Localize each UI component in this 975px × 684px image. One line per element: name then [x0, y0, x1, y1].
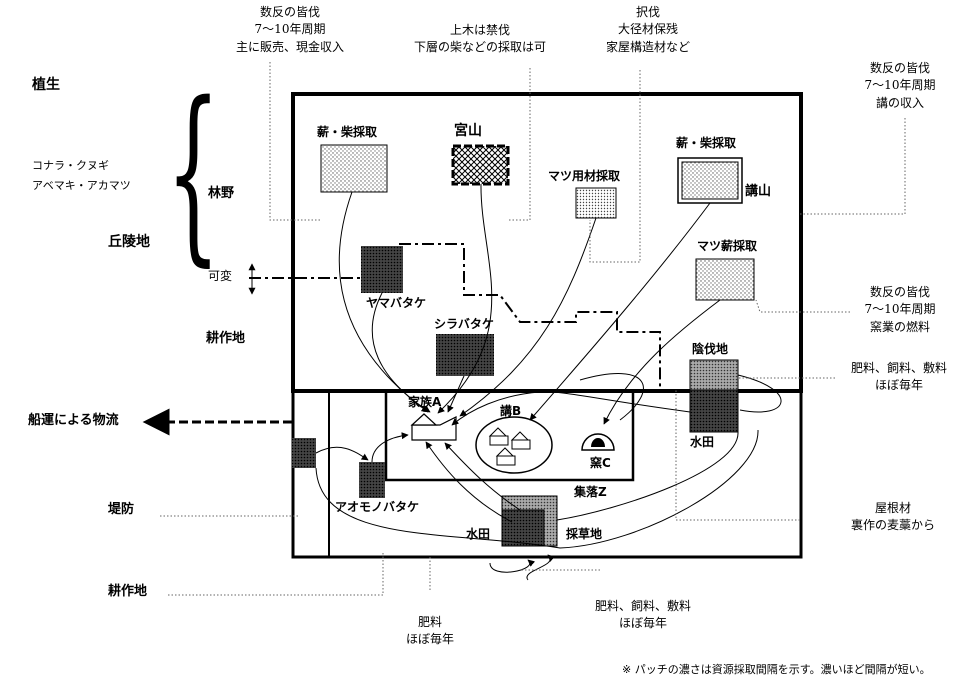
- label-kouyama: 講山: [745, 184, 772, 199]
- label-pine-firewood: マツ薪採取: [697, 239, 758, 253]
- note-roof-material-l2: 裏作の麦藁から: [850, 518, 935, 533]
- note-selection-cut-l2: 大径材保残: [617, 22, 678, 37]
- flow-grass-to-house: [556, 431, 739, 521]
- label-pine-timber: マツ用材採取: [548, 169, 621, 183]
- species-line1: コナラ・クヌギ: [32, 159, 109, 172]
- note-kou-income-l3: 講の収入: [875, 95, 924, 110]
- variable-label: 可変: [208, 269, 233, 283]
- flow-shade-cut: [737, 374, 782, 413]
- forest-label: 林野: [208, 186, 235, 201]
- flow-lower-loop-b: [526, 554, 556, 581]
- note-fertilizer-lower-l2: ほぼ毎年: [618, 616, 667, 631]
- patch-pine-timber: [575, 187, 617, 219]
- flow-shirabatake: [447, 375, 465, 413]
- flow-yamabatake: [371, 292, 431, 413]
- kiln-icon: [581, 433, 615, 451]
- patch-paddy-right: [689, 389, 739, 433]
- note-sale-l1: 数反の皆伐: [259, 5, 320, 19]
- label-firewood-b: 薪・柴採取: [676, 136, 737, 150]
- label-kou-b: 講B: [500, 404, 522, 418]
- flow-paddy-lower: [425, 441, 513, 523]
- flow-aomonobatake: [371, 432, 409, 463]
- house-family-a-icon: [410, 413, 457, 441]
- label-yamabatake: ヤマバタケ: [366, 296, 427, 310]
- shipping-label: 船運による物流: [28, 413, 119, 428]
- label-shade-cut: 陰伐地: [692, 342, 729, 356]
- label-paddy-lower: 水田: [466, 527, 491, 541]
- note-sale-l3: 主に販売、現金収入: [235, 39, 344, 54]
- patch-shirabatake: [436, 334, 494, 376]
- hills-label: 丘陵地: [108, 234, 150, 250]
- label-grass-field: 採草地: [566, 527, 603, 541]
- note-miyayama-l2: 下層の柴などの採取は可: [413, 40, 546, 55]
- note-fertilizer-left-l1: 肥料: [417, 615, 442, 629]
- label-firewood-a: 薪・柴採取: [317, 125, 378, 139]
- flow-firewood-b: [529, 202, 711, 421]
- note-selection-cut-l1: 択伐: [635, 5, 660, 19]
- flow-lower-loop: [489, 559, 536, 573]
- flow-village-right: [579, 373, 644, 421]
- label-paddy-right: 水田: [690, 435, 715, 449]
- note-kiln-fuel-l3: 窯業の燃料: [869, 319, 930, 334]
- note-fertilizer-left: 肥料 ほぼ毎年: [380, 614, 480, 649]
- annotation-leaders: [160, 62, 906, 596]
- flow-miyayama: [437, 183, 493, 414]
- flow-levee: [315, 446, 369, 461]
- patch-levee: [292, 438, 316, 468]
- patch-shade-cut: [689, 359, 739, 391]
- label-shirabatake: シラバタケ: [434, 317, 494, 331]
- label-family-a: 家族A: [408, 395, 442, 409]
- note-roof-material-l1: 屋根材: [874, 501, 911, 515]
- farmland-upper-label: 耕作地: [206, 331, 246, 346]
- label-kiln-c: 窯C: [590, 456, 611, 470]
- note-miyayama: 上木は禁伐 下層の柴などの採取は可: [400, 22, 560, 57]
- label-aomonobatake: アオモノバタケ: [335, 500, 420, 514]
- flow-lowland-loop: [315, 429, 759, 549]
- flow-grass-field: [444, 442, 521, 511]
- note-fertilizer-lower-l1: 肥料、飼料、敷料: [594, 599, 691, 613]
- note-kou-income-l2: 7～10年周期: [864, 78, 936, 93]
- patch-aomonobatake: [359, 462, 385, 498]
- note-kou-income-l1: 数反の皆伐: [869, 61, 930, 75]
- note-sale-l2: 7～10年周期: [254, 22, 326, 37]
- note-fertilizer-lower: 肥料、飼料、敷料 ほぼ毎年: [578, 598, 708, 633]
- note-fertilizer-right-l1: 肥料、飼料、敷料: [850, 361, 947, 375]
- species-line2: アベマキ・アカマツ: [32, 179, 131, 192]
- label-village-z: 集落Z: [574, 485, 607, 499]
- footnote: ※ パッチの濃さは資源採取間隔を示す。濃いほど間隔が短い。: [622, 663, 931, 676]
- flow-pine-firewood: [603, 299, 721, 425]
- note-fertilizer-right-l2: ほぼ毎年: [874, 378, 923, 393]
- note-roof-material: 屋根材 裏作の麦藁から: [818, 500, 968, 535]
- forest-farmland-boundary: [249, 243, 661, 388]
- inner-lowland-frame: [328, 390, 802, 558]
- farmland-lower-label: 耕作地: [108, 584, 148, 599]
- note-selection-cut-l3: 家屋構造材など: [605, 39, 690, 54]
- patch-paddy-lower: [501, 509, 545, 547]
- note-selection-cut: 択伐 大径材保残 家屋構造材など: [588, 4, 708, 56]
- resource-flow-arrows: [315, 183, 782, 581]
- levee-label: 堤防: [108, 502, 135, 517]
- note-sale: 数反の皆伐 7～10年周期 主に販売、現金収入: [225, 4, 355, 56]
- note-kou-income: 数反の皆伐 7～10年周期 講の収入: [840, 60, 960, 112]
- label-miyayama: 宮山: [454, 123, 482, 139]
- hills-brace: {: [166, 62, 221, 283]
- patch-firewood-b: [681, 161, 739, 200]
- village-z-outline: [384, 393, 635, 482]
- note-fertilizer-right: 肥料、飼料、敷料 ほぼ毎年: [836, 360, 962, 395]
- patch-firewood-a: [320, 144, 388, 193]
- house-icons-kou-b: [488, 427, 531, 466]
- flow-paddy-right: [451, 391, 691, 426]
- note-kiln-fuel-l1: 数反の皆伐: [869, 285, 930, 299]
- flow-pine-timber: [459, 217, 597, 417]
- note-kiln-fuel-l2: 7～10年周期: [864, 302, 936, 317]
- patch-miyayama: [451, 144, 510, 186]
- patch-pine-firewood: [695, 258, 755, 301]
- note-kiln-fuel: 数反の皆伐 7～10年周期 窯業の燃料: [840, 284, 960, 336]
- patch-yamabatake: [361, 246, 403, 293]
- note-miyayama-l1: 上木は禁伐: [449, 23, 510, 37]
- note-fertilizer-left-l2: ほぼ毎年: [405, 632, 454, 647]
- vegetation-title: 植生: [32, 77, 60, 93]
